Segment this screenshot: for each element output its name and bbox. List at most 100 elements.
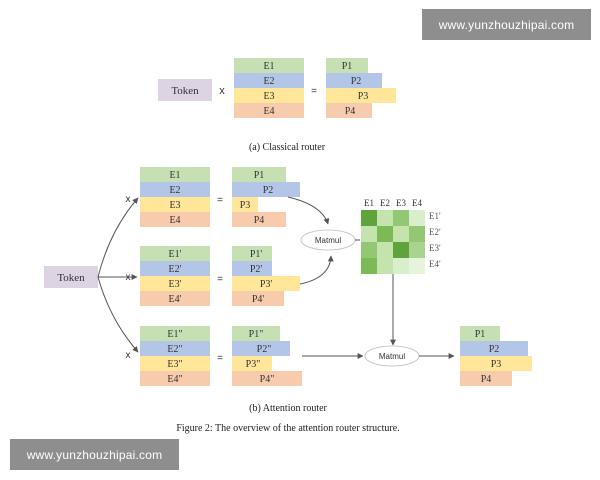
g1-expert-label-1: E1 — [169, 170, 180, 181]
classical-expert-e2 — [234, 73, 304, 88]
classical-token-box — [158, 79, 212, 101]
matrix-cell — [393, 210, 409, 226]
g2-expert-label-2: E2' — [169, 264, 182, 275]
g2-expert-label-1: E1' — [169, 249, 182, 260]
attention-token-box — [44, 266, 98, 288]
g3-expert-e3 — [140, 356, 210, 371]
branch-line-bottom — [97, 276, 139, 353]
classical-expert-label-3: E3 — [263, 91, 274, 102]
g2-output-p2 — [232, 261, 272, 276]
classical-output-label-1: P1 — [342, 61, 353, 72]
figure-caption: Figure 2: The overview of the attention … — [176, 423, 399, 434]
g1-expert-e3 — [140, 197, 210, 212]
matrix-row-label-3: E3' — [429, 243, 441, 253]
final-output-label-2: P2 — [489, 344, 500, 355]
g1-output-p4 — [232, 212, 286, 227]
classical-output-label-2: P2 — [351, 76, 362, 87]
g3-expert-e4 — [140, 371, 210, 386]
attention-router: Token x x x E1 E2 E3 E4 = P1 P2 P3 P4 E1… — [44, 167, 532, 414]
attention-token-label: Token — [57, 272, 85, 284]
classical-expert-label-1: E1 — [263, 61, 274, 72]
matrix-cell — [361, 210, 377, 226]
g1-expert-label-3: E3 — [169, 200, 180, 211]
classical-times-sign: x — [219, 85, 225, 97]
g3-output-p1 — [232, 326, 280, 341]
classical-caption: (a) Classical router — [249, 142, 326, 153]
g2-output-p3 — [232, 276, 300, 291]
g3-output-p2 — [232, 341, 290, 356]
arrow-g1-to-matmul — [287, 196, 330, 225]
g2-expert-e4 — [140, 291, 210, 306]
matrix-col-label-3: E3 — [396, 198, 406, 208]
times-sign-1: x — [126, 194, 131, 205]
matrix-col-label-2: E2 — [380, 198, 390, 208]
g2-expert-e2 — [140, 261, 210, 276]
times-sign-3: x — [126, 350, 131, 361]
g2-output-label-2: P2' — [250, 264, 263, 275]
matrix-cell — [409, 242, 425, 258]
g1-expert-label-2: E2 — [169, 185, 180, 196]
attention-caption: (b) Attention router — [249, 403, 327, 414]
final-output-p4 — [460, 371, 512, 386]
g2-output-p1 — [232, 246, 272, 261]
classical-expert-e3 — [234, 88, 304, 103]
g3-expert-e1 — [140, 326, 210, 341]
g2-equals-sign: = — [217, 274, 223, 285]
g2-expert-e3 — [140, 276, 210, 291]
matrix-cell — [393, 258, 409, 274]
g2-output-label-1: P1' — [250, 249, 263, 260]
g1-expert-e1 — [140, 167, 210, 182]
matrix-cell — [409, 210, 425, 226]
final-output-label-3: P3 — [491, 359, 502, 370]
classical-expert-e1 — [234, 58, 304, 73]
final-output-p3 — [460, 356, 532, 371]
watermark-top: www.yunzhouzhipai.com — [422, 9, 591, 40]
classical-output-p2 — [326, 73, 382, 88]
classical-equals-sign: = — [311, 86, 317, 97]
final-output-p2 — [460, 341, 528, 356]
classical-output-p4 — [326, 103, 372, 118]
g2-output-p4 — [232, 291, 284, 306]
g1-output-p1 — [232, 167, 286, 182]
matrix-row-label-2: E2' — [429, 227, 441, 237]
classical-output-label-4: P4 — [345, 106, 356, 117]
g1-output-p3 — [232, 197, 258, 212]
times-sign-2: x — [126, 272, 131, 283]
g1-expert-e4 — [140, 212, 210, 227]
final-output-label-4: P4 — [481, 374, 492, 385]
g3-expert-label-3: E3" — [167, 359, 182, 370]
matrix-cell — [409, 226, 425, 242]
g3-expert-label-1: E1" — [167, 329, 182, 340]
matrix-cell — [361, 258, 377, 274]
branch-line-top — [97, 197, 139, 278]
g3-output-label-4: P4" — [260, 374, 275, 385]
matrix-col-label-4: E4 — [412, 198, 422, 208]
matmul-bottom-label: Matmul — [379, 352, 405, 361]
g3-expert-label-4: E4" — [167, 374, 182, 385]
matrix-cell — [393, 242, 409, 258]
g1-expert-label-4: E4 — [169, 215, 180, 226]
classical-expert-e4 — [234, 103, 304, 118]
classical-token-label: Token — [171, 85, 199, 97]
g3-output-label-1: P1" — [249, 329, 264, 340]
classical-output-p1 — [326, 58, 368, 73]
matrix-row-label-4: E4' — [429, 259, 441, 269]
watermark-bottom: www.yunzhouzhipai.com — [10, 439, 179, 470]
g1-output-label-4: P4 — [254, 215, 265, 226]
g3-output-p3 — [232, 356, 272, 371]
g3-output-label-3: P3" — [246, 359, 261, 370]
matrix-cell — [361, 226, 377, 242]
g2-expert-label-3: E3' — [169, 279, 182, 290]
g2-expert-label-4: E4' — [169, 294, 182, 305]
matrix-cell — [377, 210, 393, 226]
g1-expert-e2 — [140, 182, 210, 197]
final-output-label-1: P1 — [475, 329, 486, 340]
matrix-cell — [361, 242, 377, 258]
matrix-col-label-1: E1 — [364, 198, 374, 208]
matrix-cell — [377, 226, 393, 242]
classical-expert-label-2: E2 — [263, 76, 274, 87]
g3-output-label-2: P2" — [257, 344, 272, 355]
g1-output-label-2: P2 — [263, 185, 274, 196]
g3-expert-e2 — [140, 341, 210, 356]
